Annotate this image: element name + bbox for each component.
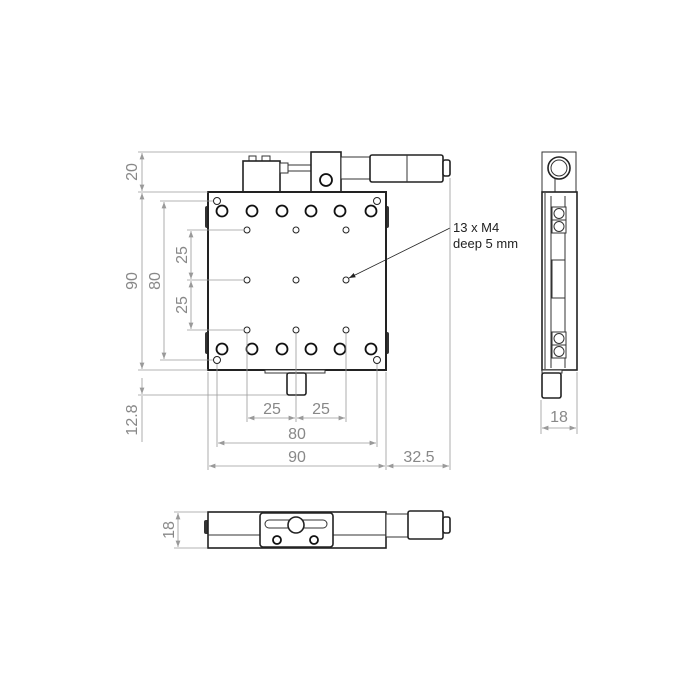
extension-lines	[138, 151, 451, 470]
bearing-balls	[551, 206, 567, 359]
micrometer-ratchet-cap	[442, 159, 451, 177]
dimension-labels: 20 90 80 25 25 12.8 25 25 80 90 32.5	[124, 163, 435, 466]
dim-thread-spacing-right: 25	[312, 401, 330, 418]
dim-plate-width: 90	[288, 449, 306, 466]
bearing-ball	[553, 221, 565, 232]
dim-thread-spacing-upper: 25	[174, 246, 191, 264]
mounting-hole	[333, 204, 347, 218]
dim-knob-offset: 12.8	[124, 404, 141, 435]
m4-hole	[243, 276, 251, 284]
micrometer-spindle	[287, 164, 312, 172]
dim-side-thickness: 18	[550, 409, 568, 426]
mounting-hole	[215, 204, 229, 218]
m4-hole	[292, 226, 300, 234]
m4-hole	[342, 226, 350, 234]
side-view: 18	[540, 151, 578, 434]
dim-micrometer-height: 20	[124, 163, 141, 181]
clamp-hole	[272, 535, 282, 545]
top-view: 13 x M4 deep 5 mm	[124, 151, 518, 470]
dim-bottom-thickness: 18	[161, 521, 178, 539]
bottom-micrometer-thimble	[407, 510, 444, 540]
mounting-hole	[275, 342, 289, 356]
annotation-line1: 13 x M4	[453, 220, 499, 235]
m4-hole	[342, 326, 350, 334]
mounting-hole	[245, 342, 259, 356]
mounting-hole	[364, 342, 378, 356]
annotation-line2: deep 5 mm	[453, 236, 518, 251]
m4-hole	[243, 326, 251, 334]
m4-hole	[292, 276, 300, 284]
mounting-hole	[275, 204, 289, 218]
mounting-holes	[215, 204, 378, 356]
dim-hole-spacing-vertical: 80	[147, 272, 164, 290]
micrometer-assembly	[242, 151, 451, 193]
m4-threaded-holes	[243, 226, 350, 334]
mounting-hole	[333, 342, 347, 356]
dim-thread-spacing-left: 25	[263, 401, 281, 418]
bottom-micrometer-cap	[442, 516, 451, 534]
micrometer-mount-block	[242, 160, 281, 193]
corner-hole	[373, 197, 381, 205]
micrometer-end-circle-inner	[550, 159, 568, 177]
mounting-hole	[304, 342, 318, 356]
side-lock-knob	[541, 372, 562, 399]
dim-plate-height: 90	[124, 272, 141, 290]
clamp-hole	[309, 535, 319, 545]
corner-holes	[213, 197, 381, 364]
mounting-hole	[245, 204, 259, 218]
clamp-screw	[287, 516, 305, 534]
bearing-ball	[553, 208, 565, 219]
bottom-micrometer-barrel	[385, 513, 409, 538]
bearing-ball	[553, 333, 565, 344]
corner-hole	[373, 356, 381, 364]
bottom-view: 18	[161, 510, 451, 549]
micrometer-barrel	[340, 156, 371, 180]
mounting-hole	[215, 342, 229, 356]
corner-hole	[213, 356, 221, 364]
dim-thread-spacing-lower: 25	[174, 296, 191, 314]
m4-hole	[243, 226, 251, 234]
carrier-screw	[319, 173, 333, 187]
dimension-lines	[139, 153, 449, 469]
micrometer-shaft-collar	[279, 162, 289, 174]
m4-hole	[292, 326, 300, 334]
corner-hole	[213, 197, 221, 205]
mounting-hole	[364, 204, 378, 218]
lock-knob	[286, 372, 307, 396]
annotation-leader	[348, 227, 451, 279]
mounting-hole	[304, 204, 318, 218]
dim-hole-spacing-horizontal: 80	[288, 426, 306, 443]
bearing-ball	[553, 346, 565, 357]
center-rail	[551, 259, 566, 299]
m4-hole	[342, 276, 350, 284]
dim-micrometer-width: 32.5	[403, 449, 434, 466]
